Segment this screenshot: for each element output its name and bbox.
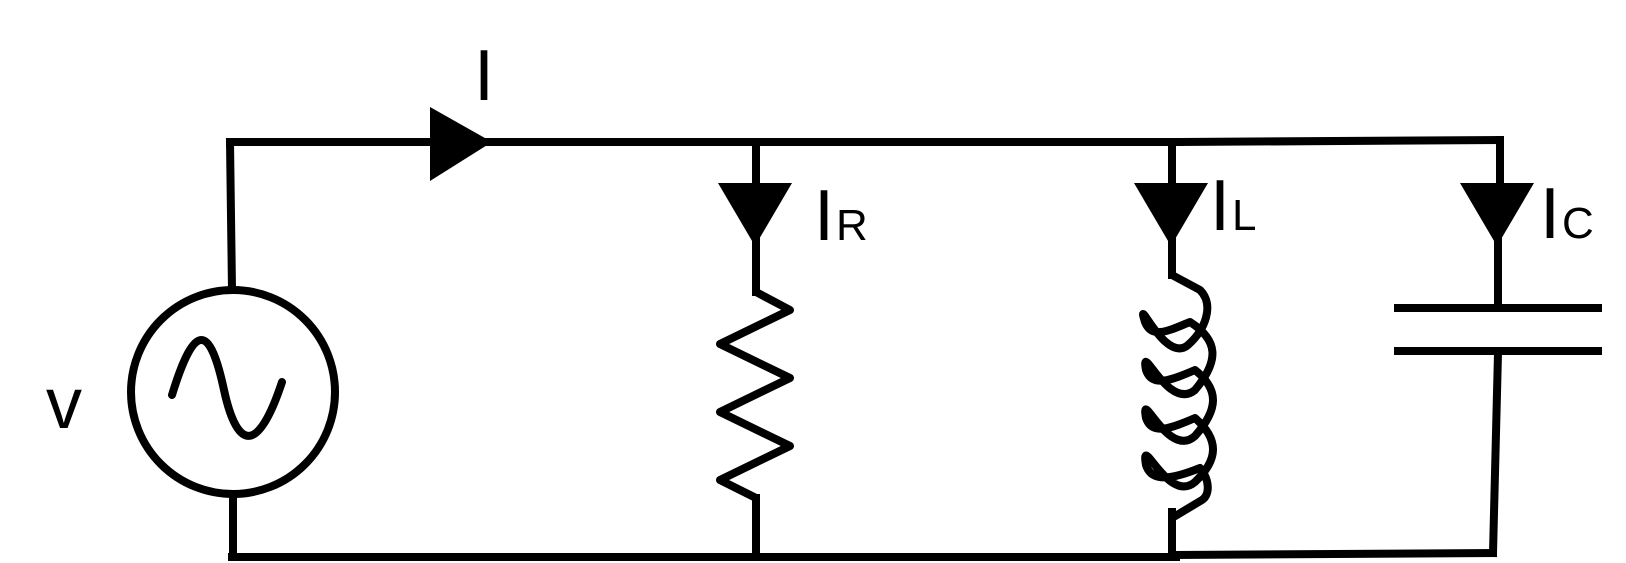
inductor-current-label-sub: L (1232, 191, 1256, 240)
resistor-current-label-sub: R (836, 201, 868, 250)
resistor-current-arrow (718, 183, 792, 246)
capacitor-current-arrow (1460, 183, 1534, 246)
capacitor-current-label-main: I (1540, 174, 1560, 254)
resistor-branch (716, 138, 794, 561)
bottom-wire (228, 548, 1498, 561)
inductor-current-arrow (1134, 183, 1208, 246)
capacitor-current-label: IC (1540, 174, 1594, 254)
resistor-current-label-main: I (814, 176, 834, 256)
total-current-label: I (474, 36, 494, 116)
capacitor-current-label-sub: C (1562, 199, 1594, 248)
resistor-zigzag (716, 288, 794, 502)
inductor-branch (1134, 138, 1217, 561)
ac-sine-wave-icon (168, 336, 286, 440)
source-voltage-label: v (46, 364, 82, 444)
resistor-current-label: IR (814, 176, 868, 256)
capacitor-branch (1394, 136, 1602, 558)
top-wire (226, 135, 1505, 147)
ac-source-circle (127, 286, 339, 498)
inductor-coil (1139, 271, 1217, 522)
inductor-current-label: IL (1210, 166, 1257, 246)
inductor-current-label-main: I (1210, 166, 1230, 246)
total-current-arrow (430, 107, 492, 181)
voltage-source-branch (127, 137, 339, 561)
